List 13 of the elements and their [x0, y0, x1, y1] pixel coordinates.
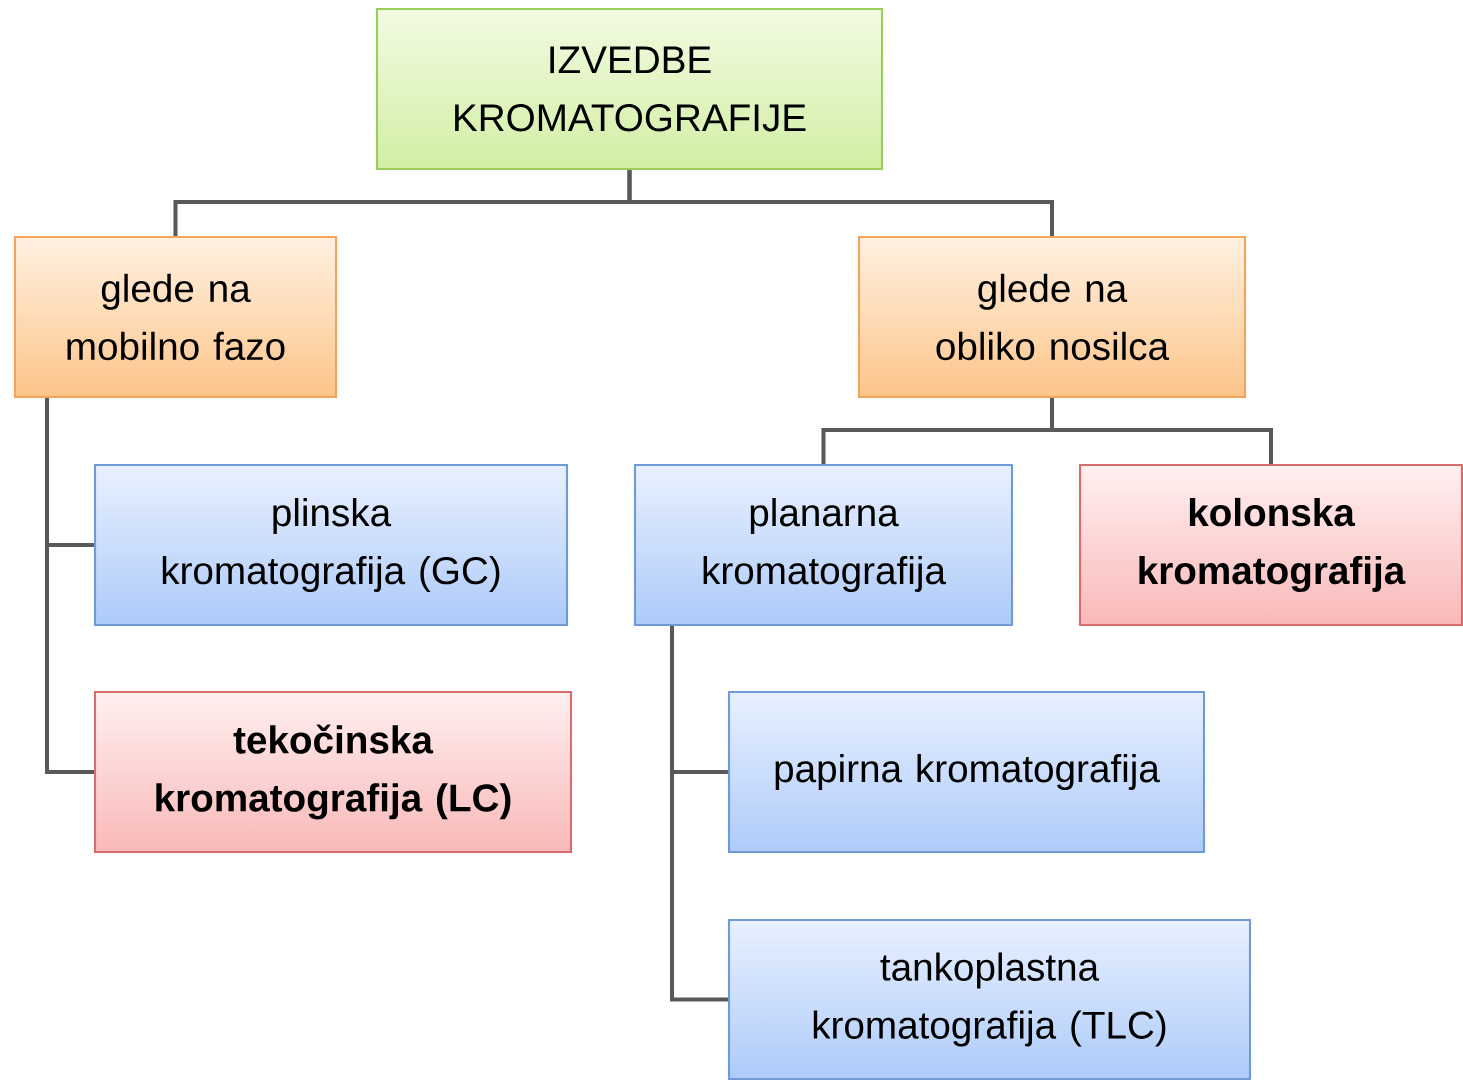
connector-line [45, 398, 94, 774]
method-box: planarna kromatografija [633, 463, 1014, 627]
category-box: glede na obliko nosilca [857, 235, 1247, 399]
method-box: papirna kromatografija [727, 690, 1206, 854]
highlighted-method-box: kolonska kromatografija [1078, 463, 1463, 627]
connector-line [670, 626, 728, 1002]
method-box: plinska kromatografija (GC) [93, 463, 569, 627]
title-box: IZVEDBE KROMATOGRAFIJE [375, 7, 884, 171]
method-box: tankoplastna kromatografija (TLC) [727, 918, 1252, 1081]
highlighted-method-box: tekočinska kromatografija (LC) [93, 690, 573, 854]
connector-line [1050, 398, 1273, 464]
category-box: glede na mobilno fazo [13, 235, 338, 399]
connector-line [627, 170, 1055, 236]
